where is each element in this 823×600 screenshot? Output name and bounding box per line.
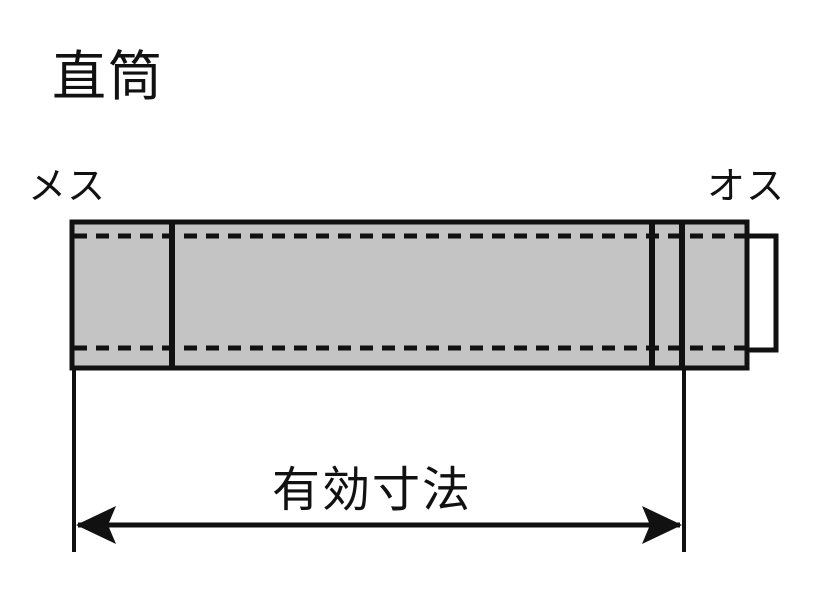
pipe-assembly <box>69 219 779 371</box>
dimension-arrowhead-left <box>76 506 116 544</box>
dimension-arrowhead-right <box>642 506 682 544</box>
label-effective-dimension: 有効寸法 <box>272 462 472 518</box>
label-male-end: オス <box>707 164 785 208</box>
spigot-step-outline <box>744 233 779 353</box>
page-title: 直筒 <box>52 45 164 108</box>
label-female-end: メス <box>28 164 106 208</box>
pipe-body <box>69 219 750 371</box>
effective-dimension-group: 有効寸法 <box>72 368 686 552</box>
